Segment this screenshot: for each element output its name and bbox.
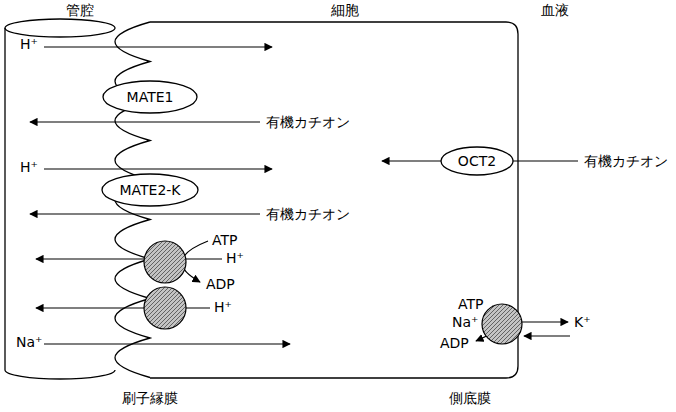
cation-arrow xyxy=(30,121,260,122)
na-k-pump-symbol xyxy=(482,304,522,344)
lumen-tube-side xyxy=(4,28,5,370)
substrate-label: 有機カチオン xyxy=(266,114,350,130)
molecule-label: ADP xyxy=(440,335,469,351)
ellipse-shape xyxy=(103,81,197,113)
ion-label: H⁺ xyxy=(226,250,244,266)
sodium-arrow xyxy=(44,343,290,344)
proton-arrow xyxy=(44,168,272,169)
substrate-label: 有機カチオン xyxy=(266,206,350,222)
molecule-label: ADP xyxy=(206,276,235,292)
region-label: 細胞 xyxy=(331,2,359,18)
lumen-tube-bottom xyxy=(5,370,115,379)
ion-label: Na⁺ xyxy=(452,314,478,330)
proton-pump-symbol xyxy=(144,241,186,283)
proton-arrow xyxy=(36,258,222,259)
substrate-label: 有機カチオン xyxy=(584,153,668,169)
ellipse-shape xyxy=(102,174,198,206)
potassium-arrow xyxy=(524,335,570,336)
region-label: 血液 xyxy=(541,2,569,18)
proton-arrow xyxy=(44,46,272,47)
region-label: 管腔 xyxy=(66,2,94,18)
cation-arrow xyxy=(30,213,260,214)
lumen-tube-top xyxy=(5,19,115,37)
ion-label: K⁺ xyxy=(574,314,591,330)
transporter-name: MATE1 xyxy=(127,89,174,105)
ion-label: H⁺ xyxy=(214,299,232,315)
transporter-ellipse: OCT2 xyxy=(440,146,514,176)
exchanger-symbol xyxy=(144,287,186,329)
transporter-name: MATE2-K xyxy=(119,182,180,198)
transporter-ellipse: MATE2-K xyxy=(101,173,199,207)
transporter-ellipse: MATE1 xyxy=(102,80,198,114)
ion-label: H⁺ xyxy=(20,36,38,52)
ellipse-shape xyxy=(441,147,513,175)
cell-outline xyxy=(150,22,518,378)
ion-label: H⁺ xyxy=(20,159,38,175)
transporter-name: OCT2 xyxy=(458,153,496,169)
molecule-label: ATP xyxy=(458,296,483,312)
membrane-label: 側底膜 xyxy=(449,390,491,406)
molecule-label: ATP xyxy=(212,232,237,248)
membrane-label: 刷子縁膜 xyxy=(122,390,178,406)
ion-label: Na⁺ xyxy=(16,334,42,350)
